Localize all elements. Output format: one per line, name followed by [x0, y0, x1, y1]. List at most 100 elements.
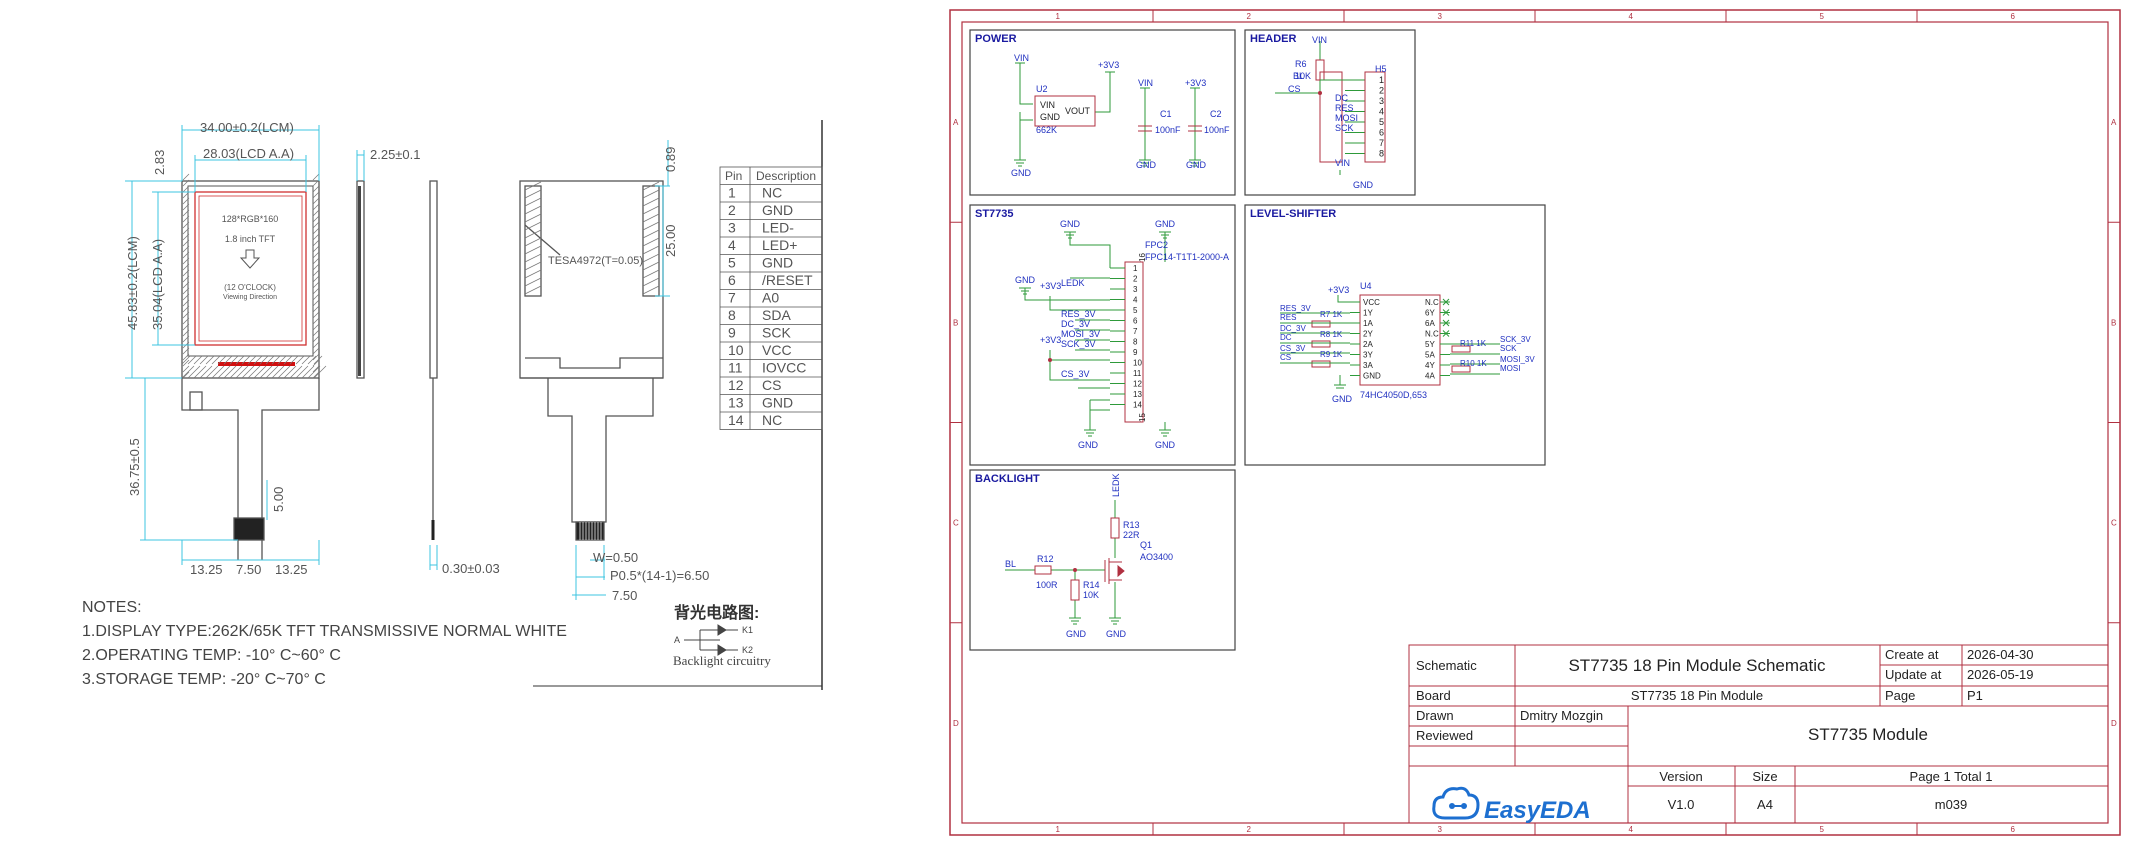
pin-table-cell: 8: [728, 307, 736, 323]
svg-text:GND: GND: [1011, 168, 1032, 178]
frame-col-label: 5: [1820, 825, 1825, 834]
title-backlight: BACKLIGHT: [975, 473, 1040, 485]
svg-text:GND: GND: [1332, 394, 1353, 404]
st7735-net-label: SCK_3V: [1061, 339, 1096, 349]
frame-row-label: A: [953, 118, 959, 127]
header-pin-number: 3: [1379, 96, 1384, 106]
svg-text:100R: 100R: [1036, 580, 1058, 590]
svg-text:GND: GND: [1066, 629, 1087, 639]
u4-left-net: CS_3V: [1280, 344, 1306, 353]
block-header: [1244, 29, 1416, 196]
u4-right-pin: 6A: [1425, 319, 1435, 328]
tb-size-value: A4: [1757, 797, 1773, 812]
u4-left-net: RES_3V: [1280, 304, 1311, 313]
tb-big-title: ST7735 Module: [1808, 725, 1928, 744]
pin-table-cell: 13: [728, 395, 744, 411]
u4-right-pin: 4A: [1425, 372, 1435, 381]
dim-width-lcm: 34.00±0.2(LCM): [200, 120, 294, 135]
svg-text:VIN: VIN: [1040, 100, 1055, 110]
frame-row-label: D: [2111, 719, 2117, 728]
easyeda-logo: EasyEDA: [1432, 786, 1591, 824]
u4-left-pin: 2Y: [1363, 330, 1373, 339]
u4-left-net: RES: [1280, 313, 1296, 322]
pin-table-header: Pin: [725, 169, 742, 183]
fpc-pin-number: 4: [1133, 296, 1138, 305]
note-line-2: 2.OPERATING TEMP: -10° C~60° C: [82, 647, 341, 664]
pin-table-cell: 7: [728, 290, 736, 306]
header-pin-number: 6: [1379, 128, 1384, 138]
svg-text:A: A: [674, 635, 680, 645]
frame-col-label: 3: [1438, 12, 1443, 21]
block-power: [969, 29, 1236, 196]
header-net-label: MOSI: [1335, 113, 1358, 123]
u4-left-net: DC_3V: [1280, 324, 1306, 333]
mechanical-drawing: 34.00±0.2(LCM) 28.03(LCD A.A) 2.83 45.83…: [82, 120, 823, 690]
frame-col-label: 5: [1820, 12, 1825, 21]
svg-text:Backlight circuitry: Backlight circuitry: [673, 653, 771, 668]
pin-table-cell: SDA: [762, 307, 791, 323]
dim-thick: 2.25±0.1: [370, 147, 421, 162]
dim-bottom-left: 13.25: [190, 562, 223, 577]
pin-table-cell: VCC: [762, 342, 792, 358]
tb-update-value: 2026-05-19: [1967, 667, 2034, 682]
header-pin-number: 4: [1379, 107, 1384, 117]
pin-table-cell: LED+: [762, 237, 797, 253]
header-pin-number: 2: [1379, 86, 1384, 96]
svg-text:R6: R6: [1295, 59, 1307, 69]
note-line-3: 3.STORAGE TEMP: -20° C~70° C: [82, 671, 326, 688]
fpc-pin-number: 16: [1138, 253, 1147, 262]
dim-back-089: 0.89: [663, 147, 678, 172]
lcm-outline: [181, 180, 320, 379]
backlight-circuit: 背光电路图: A K1 K2 Backlight circuitry: [673, 603, 771, 668]
pin-table-cell: 5: [728, 255, 736, 271]
svg-text:10K: 10K: [1295, 71, 1311, 81]
backlight-schematic: LEDK R13 22R Q1 AO3400 BL R12 100R R14 1…: [1005, 473, 1173, 639]
svg-text:背光电路图:: 背光电路图:: [674, 603, 759, 622]
svg-text:FPC14-T1T1-2000-A: FPC14-T1T1-2000-A: [1145, 252, 1229, 262]
frame-col-label: 1: [1056, 825, 1061, 834]
frame-col-label: 2: [1247, 12, 1252, 21]
svg-text:GND: GND: [1155, 440, 1176, 450]
title-power: POWER: [975, 33, 1017, 45]
u4-resistor: R8 1K: [1320, 330, 1343, 339]
pin-table-cell: LED-: [762, 220, 794, 236]
svg-text:100nF: 100nF: [1155, 125, 1181, 135]
st7735-net-label: RES_3V: [1061, 309, 1096, 319]
dim-fpc-thick: 0.30±0.03: [442, 561, 500, 576]
frame-row-label: A: [2111, 118, 2117, 127]
svg-text:GND: GND: [1186, 160, 1207, 170]
screen-view: (12 O'CLOCK): [224, 283, 276, 292]
tb-pages-label: Page 1 Total 1: [1910, 769, 1993, 784]
fpc-pin-number: 9: [1133, 348, 1138, 357]
fpc-pin-number: 13: [1133, 390, 1142, 399]
pin-table-cell: /RESET: [762, 272, 813, 288]
dim-bottom-mid: 7.50: [236, 562, 261, 577]
pin-table-header: Description: [756, 169, 816, 183]
u4-right-pin: 5A: [1425, 351, 1435, 360]
header-pin-number: 1: [1379, 75, 1384, 85]
tb-drawn-value: Dmitry Mozgin: [1520, 708, 1603, 723]
fpc-pin-number: 5: [1133, 306, 1138, 315]
dim-top: 2.83: [152, 150, 167, 175]
screen-view2: Viewing Direction: [223, 294, 277, 301]
pin-table-cell: CS: [762, 377, 781, 393]
screen-res: 128*RGB*160: [222, 214, 279, 224]
svg-text:+3V3: +3V3: [1185, 78, 1206, 88]
svg-text:R14: R14: [1083, 580, 1100, 590]
svg-text:+3V3: +3V3: [1040, 281, 1061, 291]
tb-board-value: ST7735 18 Pin Module: [1631, 688, 1763, 703]
dim-height-aa: 35.04(LCD A.A): [150, 239, 165, 330]
level-shifter-circuit: VCC1Y1A2Y2A3Y3AGNDN.C6Y6AN.C5Y5A4Y4ARES_…: [1280, 281, 1535, 404]
u4-right-net: MOSI: [1500, 364, 1520, 373]
svg-text:VIN: VIN: [1014, 53, 1029, 63]
frame-col-label: 1: [1056, 12, 1061, 21]
cloud-icon: [1432, 786, 1480, 820]
dim-tail: 36.75±0.5: [127, 438, 142, 496]
svg-text:H5: H5: [1375, 64, 1387, 74]
notes-title: NOTES:: [82, 599, 142, 616]
pin-table-cell: 11: [728, 360, 743, 376]
svg-text:GND: GND: [1155, 219, 1176, 229]
pin-table-cell: SCK: [762, 325, 791, 341]
